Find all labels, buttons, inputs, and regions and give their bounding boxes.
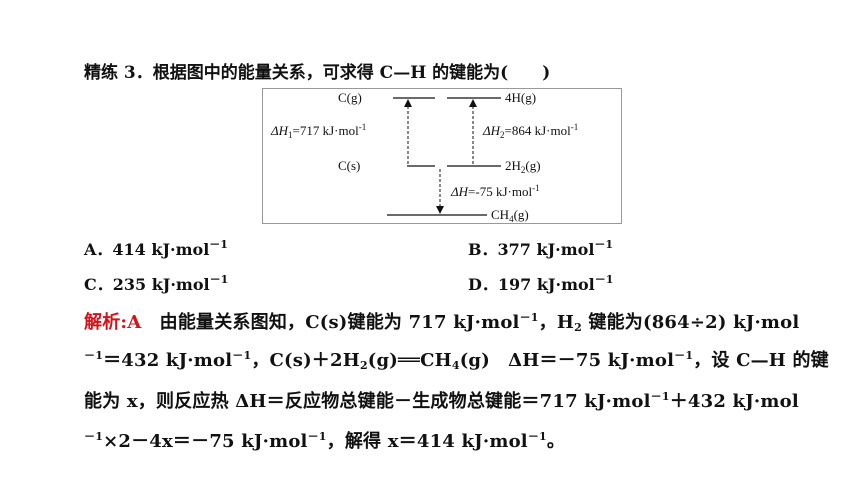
label-c-gas: C(g): [338, 90, 362, 105]
label-dh: ΔH=-75 kJ·mol-1: [450, 183, 540, 199]
question-prefix: 精练 3．根据图中的能量关系，可求得: [84, 63, 380, 83]
energy-level-diagram: C(g) 4H(g) C(s) 2H2(g) CH4(g) ΔH1=717 kJ…: [262, 88, 622, 224]
analysis-line-3: 能为 x，则反应热 ΔH＝反应物总键能－生成物总键能＝717 kJ·mol－1＋…: [84, 390, 799, 412]
question-bond: C—H: [379, 63, 427, 83]
label-h2-gas: 2H2(g): [505, 158, 541, 175]
analysis-line-1: 解析:A 由能量关系图知，C(s)键能为 717 kJ·mol－1，H2 键能为…: [84, 311, 800, 334]
label-dh1: ΔH1=717 kJ·mol-1: [270, 122, 366, 140]
label-h-gas: 4H(g): [505, 90, 536, 105]
option-a[interactable]: A．414 kJ·mol－1: [84, 238, 228, 259]
label-ch4: CH4(g): [491, 207, 529, 224]
question-stem: 精练 3．根据图中的能量关系，可求得 C—H 的键能为( ): [84, 58, 550, 83]
option-d[interactable]: D．197 kJ·mol－1: [468, 273, 614, 294]
energy-diagram-svg: C(g) 4H(g) C(s) 2H2(g) CH4(g) ΔH1=717 kJ…: [270, 90, 578, 224]
analysis-tag: 解析:A: [84, 312, 142, 333]
analysis-line-4: －1×2－4x＝－75 kJ·mol－1，解得 x＝414 kJ·mol－1。: [84, 430, 566, 452]
option-b[interactable]: B．377 kJ·mol－1: [468, 238, 614, 259]
analysis-line-2: －1＝432 kJ·mol－1，C(s)＋2H2(g)══CH4(g) ΔH＝－…: [84, 349, 829, 372]
option-c[interactable]: C．235 kJ·mol－1: [84, 273, 229, 294]
label-c-solid: C(s): [338, 158, 360, 173]
label-dh2: ΔH2=864 kJ·mol-1: [482, 122, 578, 140]
question-suffix: 的键能为( ): [426, 63, 551, 83]
